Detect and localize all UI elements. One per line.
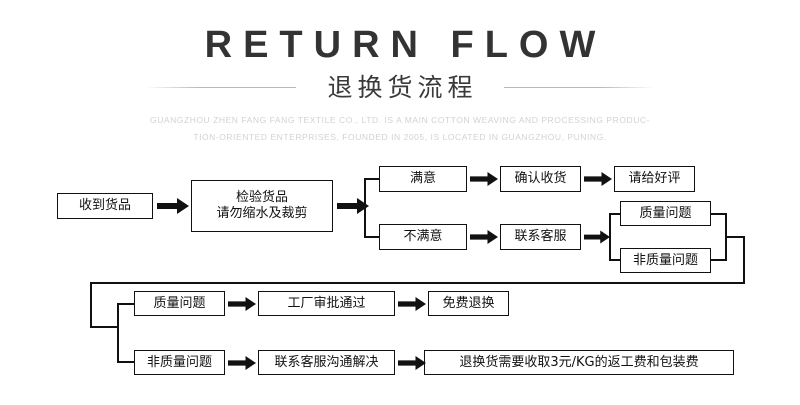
- node-satisfied: 满意: [379, 166, 467, 192]
- node-free-exchange: 免费退换: [428, 291, 509, 316]
- company-description-line-1: GUANGZHOU ZHEN FANG FANG TEXTILE CO., LT…: [150, 115, 650, 125]
- node-contact-service: 联系客服: [500, 224, 581, 250]
- node-confirm-receipt: 确认收货: [500, 166, 581, 192]
- bottom-bracket-top: [117, 303, 135, 305]
- node-quality-issue-top: 质量问题: [620, 201, 711, 226]
- merge-stub-quality-top: [711, 213, 726, 215]
- node-receive-goods: 收到货品: [57, 193, 153, 219]
- company-description-line-2: TION-ORIENTED ENTERPRISES, FOUNDED IN 20…: [193, 132, 607, 142]
- wrap-horizontal-bottom: [90, 282, 745, 284]
- arrow-service-to-issue-branch: [584, 230, 610, 244]
- node-non-quality-issue-top: 非质量问题: [620, 248, 711, 273]
- arrow-quality-to-factory: [228, 297, 256, 311]
- merge-out-horizontal: [725, 236, 744, 238]
- arrow-inspect-to-branch: [337, 198, 369, 214]
- node-factory-approved: 工厂审批通过: [258, 291, 395, 316]
- merge-stub-non-quality-top: [711, 259, 726, 261]
- wrap-vertical-left: [90, 282, 92, 327]
- divider-right: [503, 87, 654, 88]
- node-leave-review: 请给好评: [614, 166, 695, 192]
- header: RETURN FLOW 退换货流程 GUANGZHOU ZHEN FANG FA…: [0, 0, 800, 146]
- node-contact-service-resolve: 联系客服沟通解决: [258, 350, 395, 375]
- arrow-service-resolve-to-fee: [398, 356, 426, 370]
- bottom-bracket-vertical: [117, 303, 119, 363]
- branch-bracket-top-1: [364, 178, 380, 180]
- company-description: GUANGZHOU ZHEN FANG FANG TEXTILE CO., LT…: [0, 112, 800, 146]
- node-quality-issue-bottom: 质量问题: [134, 291, 225, 316]
- wrap-into-bottom-branch: [90, 326, 119, 328]
- node-non-quality-issue-bottom: 非质量问题: [134, 350, 225, 375]
- arrow-satisfied-to-confirm: [470, 172, 498, 186]
- branch-bracket-bottom-1: [364, 236, 380, 238]
- wrap-vertical-right: [743, 236, 745, 283]
- page-title: RETURN FLOW: [204, 24, 607, 66]
- node-inspect-goods: 检验货品 请勿缩水及裁剪: [191, 180, 333, 232]
- arrow-notsatisfied-to-service: [470, 230, 498, 244]
- subtitle-row: 退换货流程: [0, 75, 800, 100]
- arrow-nonquality-to-service-resolve: [228, 356, 256, 370]
- issue-bracket-bottom: [609, 259, 621, 261]
- bottom-bracket-bottom: [117, 361, 135, 363]
- arrow-confirm-to-review: [584, 172, 612, 186]
- arrow-factory-to-free-exchange: [398, 297, 426, 311]
- page-title-cn: 退换货流程: [327, 73, 478, 102]
- node-return-fee: 退换货需要收取3元/KG的返工费和包装费: [424, 350, 734, 375]
- arrow-receive-to-inspect: [157, 198, 189, 214]
- divider-left: [146, 87, 297, 88]
- node-not-satisfied: 不满意: [379, 224, 467, 250]
- issue-bracket-top: [609, 213, 621, 215]
